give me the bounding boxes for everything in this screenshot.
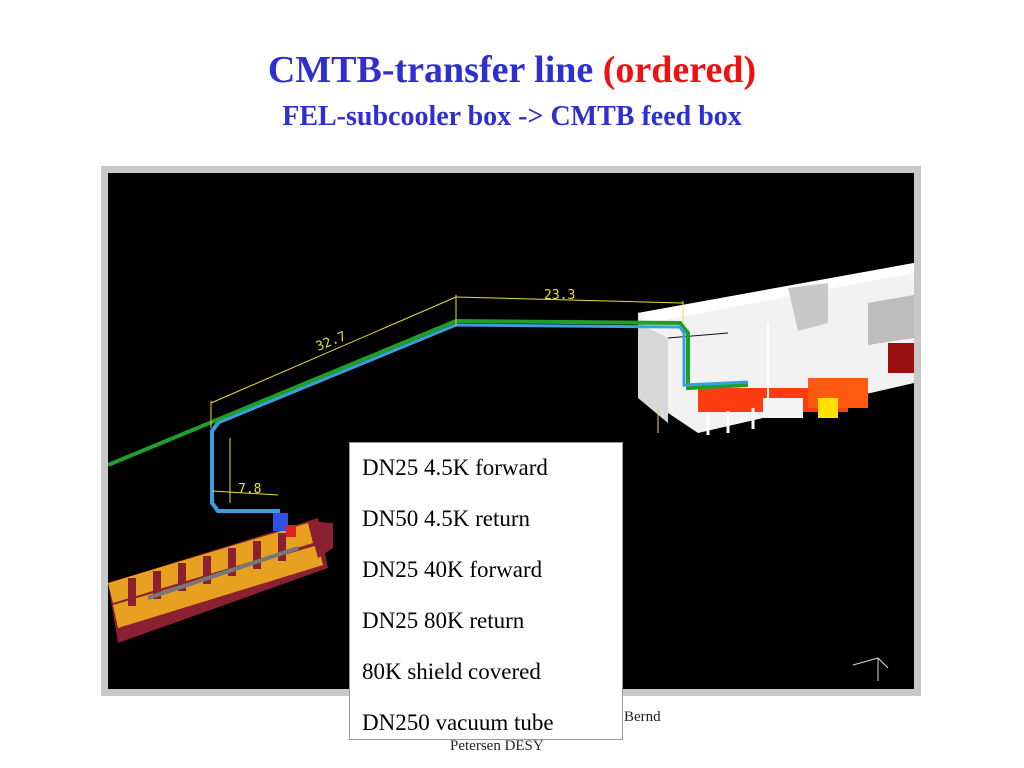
footer-author: Bernd [624,709,661,725]
cad-viewport: 23.3 32.7 7.8 [108,173,914,689]
title-main: CMTB-transfer line [267,49,594,91]
pipe-legend: DN25 4.5K forward DN50 4.5K return DN25 … [349,442,623,740]
dimension-label-23-3: 23.3 [544,288,575,303]
legend-item: DN25 40K forward [362,557,543,582]
page-title: CMTB-transfer line (ordered) [0,48,1024,92]
legend-item: DN25 80K return [362,608,525,633]
transfer-line-drawing: 23.3 32.7 7.8 [108,263,914,681]
dimension-label-7-8: 7.8 [238,482,261,497]
title-highlight: (ordered) [602,49,757,91]
transfer-line-pipe [108,318,749,518]
legend-item: DN50 4.5K return [362,506,530,531]
footer-org: Petersen DESY [450,738,544,754]
fel-subcooler-module [108,513,333,643]
cad-window: 23.3 32.7 7.8 [101,166,921,696]
dimension-lines [210,295,684,503]
legend-item: DN250 vacuum tube [362,710,554,735]
cmtb-feed-box [638,263,914,435]
axis-triad-icon [852,657,889,681]
legend-item: 80K shield covered [362,659,541,684]
legend-item: DN25 4.5K forward [362,455,548,480]
page-subtitle: FEL-subcooler box -> CMTB feed box [282,101,742,132]
